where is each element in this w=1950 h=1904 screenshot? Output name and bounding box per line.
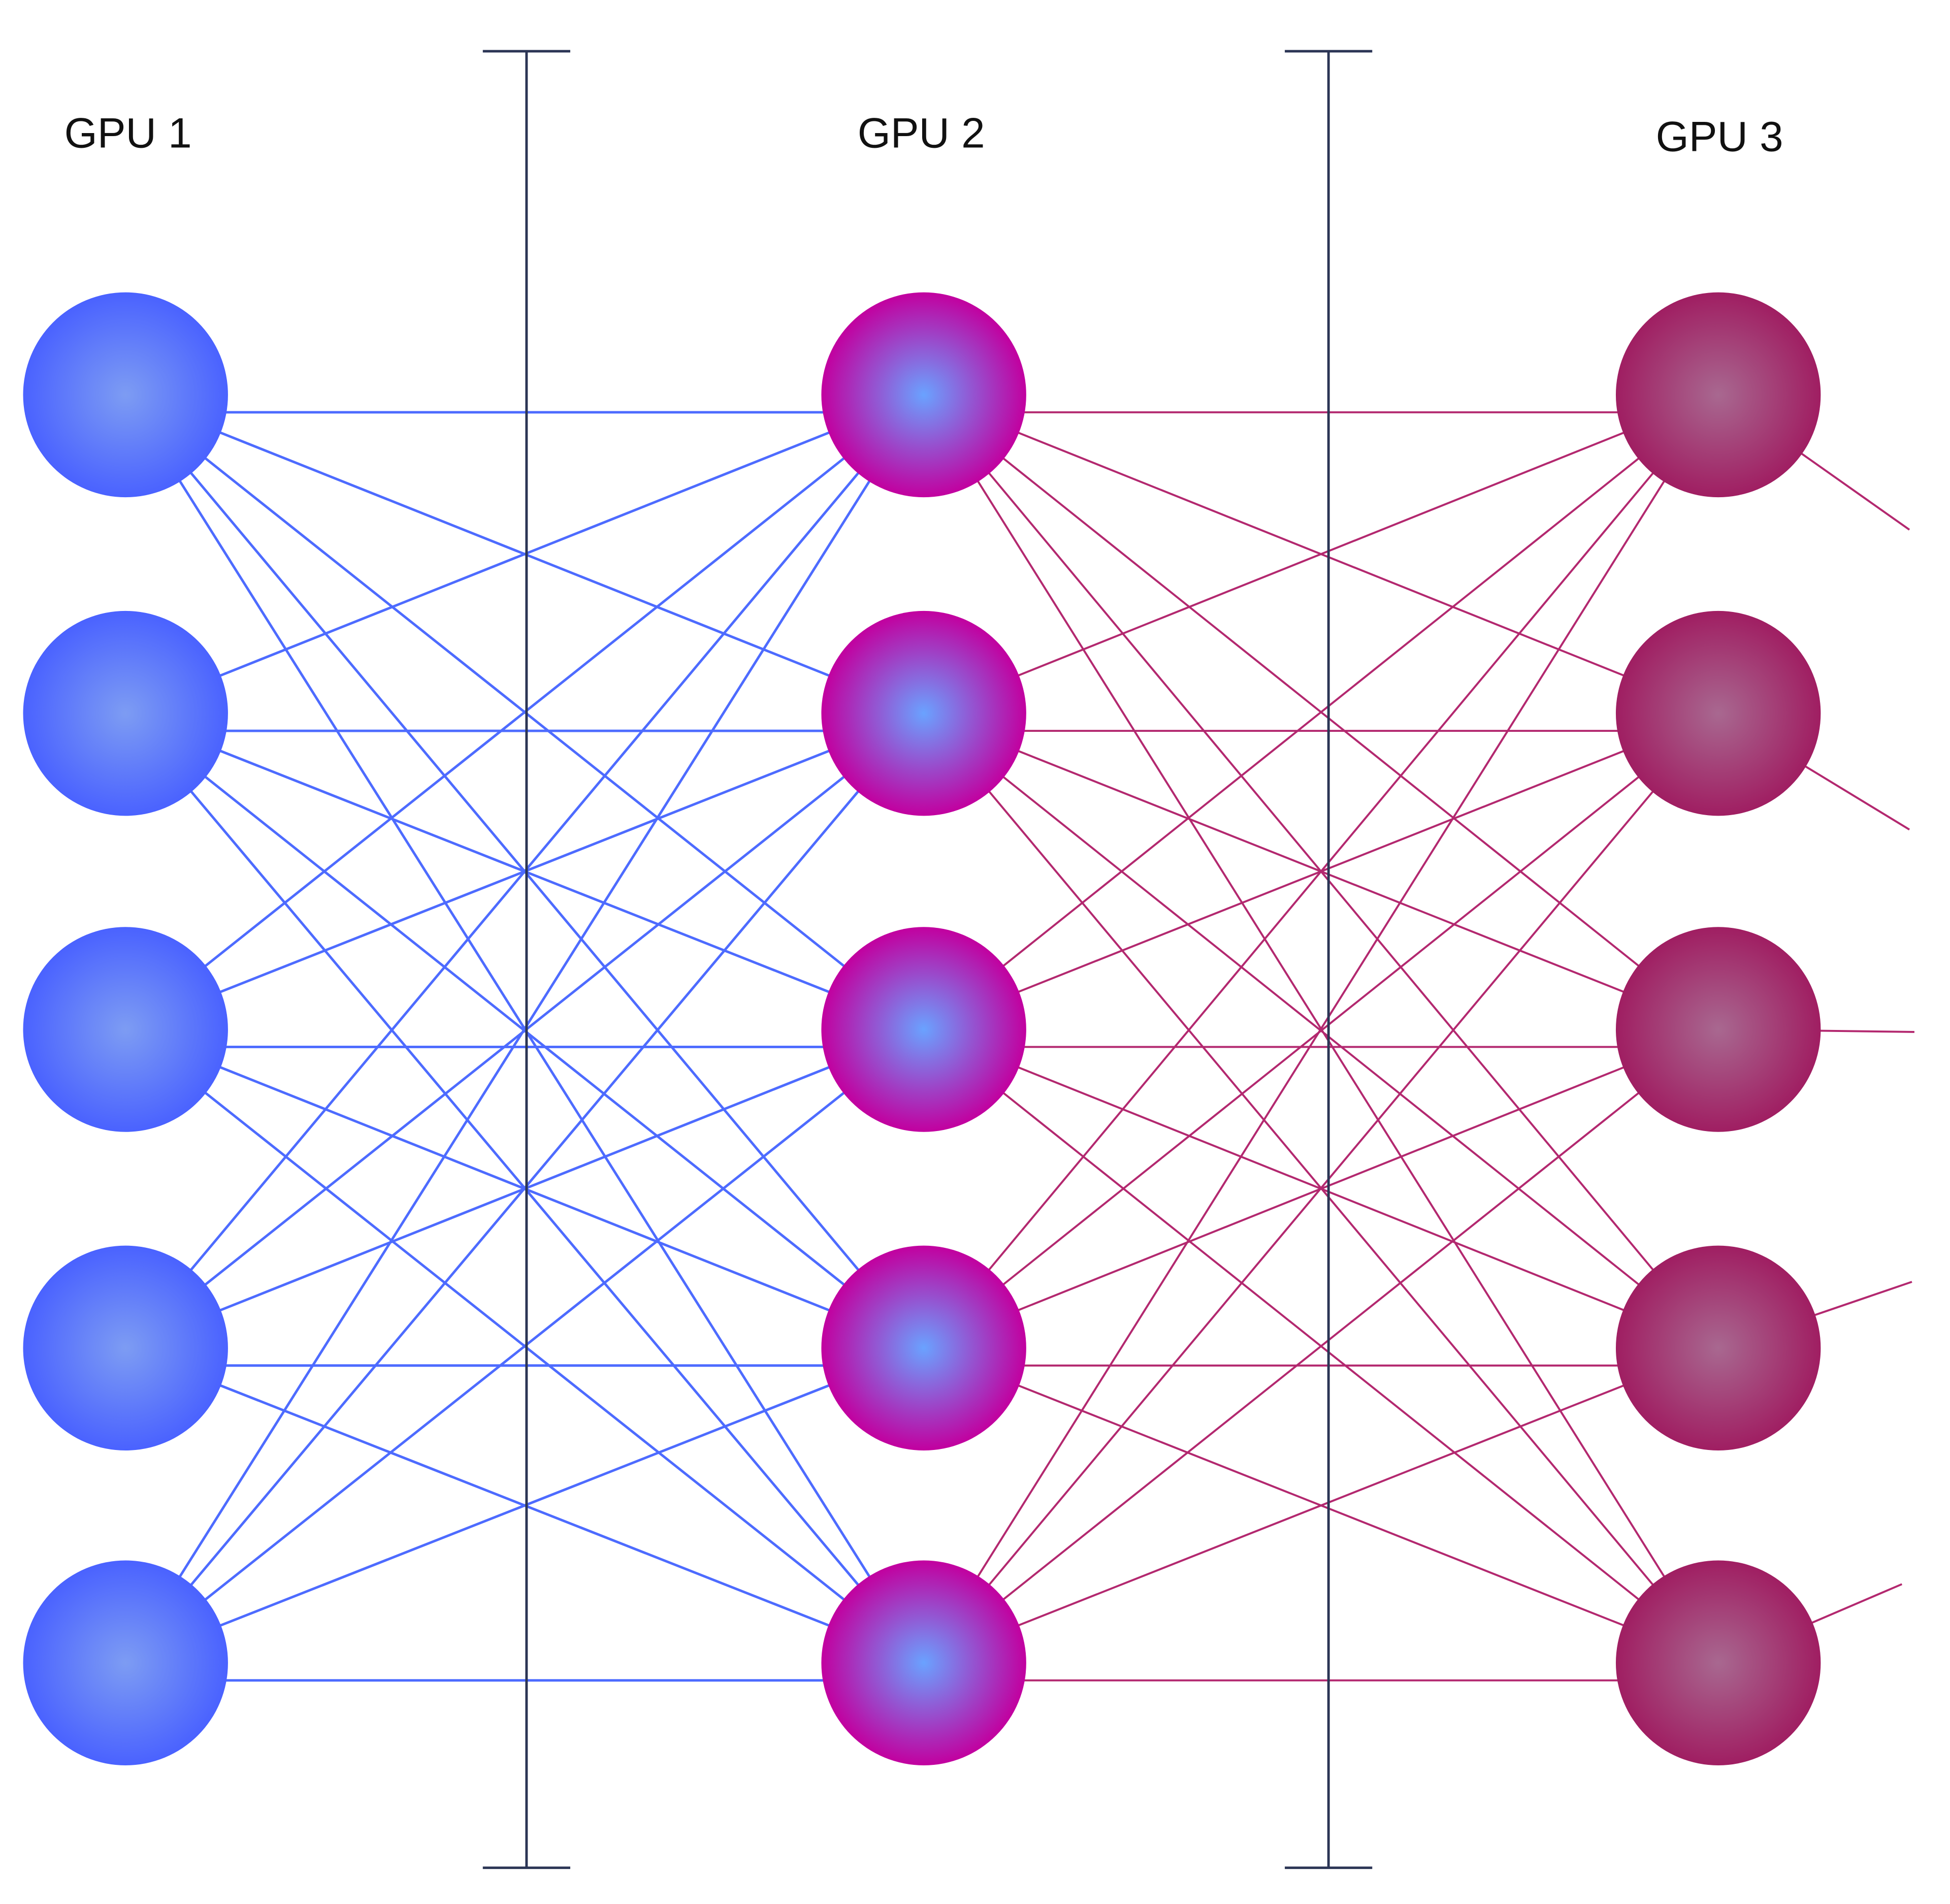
gpu-1-node-4 xyxy=(23,1245,228,1451)
edge-l1n5-l2n1 xyxy=(175,474,874,1584)
gpu-2-label: GPU 2 xyxy=(858,109,985,156)
edge-l2n5-l3n3 xyxy=(997,1088,1645,1605)
gpu-3-node-1 xyxy=(1615,292,1821,498)
gpu-3-node-2 xyxy=(1615,610,1821,816)
edge-l2n5-l3n4 xyxy=(1012,1382,1631,1629)
gpu-2-node-2 xyxy=(821,610,1026,816)
edge-l2n4-l3n1 xyxy=(984,467,1659,1276)
gpu-2-node-4 xyxy=(821,1245,1026,1451)
gpu-2-node-3 xyxy=(821,927,1026,1132)
nodes xyxy=(23,292,1821,1765)
output-edge-stub xyxy=(1810,1281,1912,1318)
gpu-1-node-3 xyxy=(23,927,228,1132)
partition-divider-1 xyxy=(482,50,570,1869)
edge-l1n5-l2n4 xyxy=(213,1381,836,1629)
edge-l2n2-l3n1 xyxy=(1011,429,1631,679)
partition-divider-2 xyxy=(1285,50,1373,1869)
edge-l1n2-l2n1 xyxy=(213,429,836,680)
edge-l2n5-l3n1 xyxy=(973,474,1669,1583)
gpu-2-node-5 xyxy=(821,1560,1026,1765)
output-edge-stub xyxy=(1801,763,1910,831)
edge-l2n5-l3n2 xyxy=(984,785,1659,1591)
edge-l1n5-l2n2 xyxy=(185,785,864,1591)
edge-l2n3-l3n1 xyxy=(997,453,1645,971)
edge-l1n4-l2n1 xyxy=(185,467,864,1276)
gpu-3-node-4 xyxy=(1615,1245,1821,1451)
gpu-1-node-1 xyxy=(23,292,228,498)
gpu-2-node-1 xyxy=(821,292,1026,498)
edges xyxy=(175,411,1914,1682)
output-edge-stub xyxy=(1815,1029,1914,1033)
gpu-1-node-2 xyxy=(23,610,228,816)
edge-l1n3-l2n1 xyxy=(199,453,851,972)
edge-l1n5-l2n3 xyxy=(199,1087,851,1605)
partition-dividers xyxy=(482,50,1373,1869)
output-edge-stub xyxy=(1797,450,1910,531)
output-edge-stub xyxy=(1807,1583,1903,1626)
gpu-3-node-5 xyxy=(1615,1560,1821,1765)
gpu-1-label: GPU 1 xyxy=(64,109,192,156)
gpu-3-node-3 xyxy=(1615,927,1821,1132)
gpu-3-label: GPU 3 xyxy=(1656,113,1783,160)
layer-labels: GPU 1 GPU 2 GPU 3 xyxy=(64,109,1783,160)
gpu-1-node-5 xyxy=(23,1560,228,1765)
